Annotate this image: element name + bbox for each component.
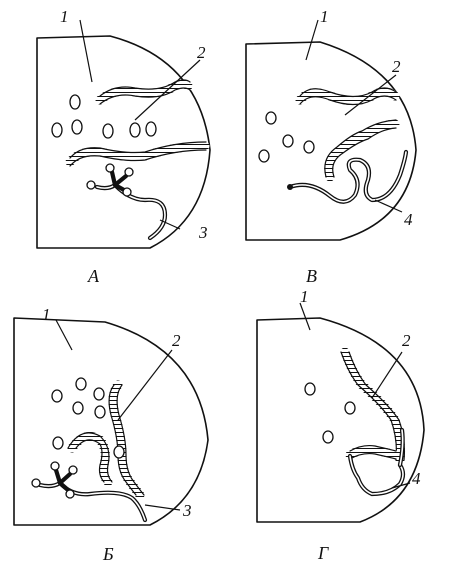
leader-line bbox=[372, 352, 402, 398]
label-3: 3 bbox=[182, 501, 192, 520]
duct-end bbox=[287, 184, 293, 190]
duct-bulb bbox=[51, 462, 59, 470]
panel-v: 1 2 4 В bbox=[246, 7, 416, 286]
cell bbox=[130, 123, 140, 137]
cell bbox=[114, 446, 124, 458]
leader-line bbox=[56, 320, 72, 350]
leader-line bbox=[80, 20, 92, 82]
hatched-tube bbox=[300, 88, 396, 105]
panel-letter: А bbox=[87, 266, 100, 286]
cell bbox=[70, 95, 80, 109]
cell bbox=[52, 123, 62, 137]
label-2: 2 bbox=[392, 57, 401, 76]
label-1: 1 bbox=[320, 7, 329, 26]
label-4: 4 bbox=[404, 210, 413, 229]
duct-bulb bbox=[69, 466, 77, 474]
coiled-duct bbox=[287, 152, 406, 202]
hatched-tube bbox=[109, 385, 144, 495]
cell bbox=[73, 402, 83, 414]
cell bbox=[76, 378, 86, 390]
cell bbox=[95, 406, 105, 418]
duct-bulb bbox=[106, 164, 114, 172]
duct-bulb bbox=[123, 188, 131, 196]
panel-g: 1 2 4 Г bbox=[257, 287, 424, 563]
leader-line bbox=[118, 350, 172, 420]
label-3: 3 bbox=[198, 223, 208, 242]
panel-letter: Б bbox=[102, 544, 114, 564]
duct-bulb bbox=[125, 168, 133, 176]
cell bbox=[304, 141, 314, 153]
branching-duct bbox=[87, 164, 165, 238]
duct-bulb bbox=[66, 490, 74, 498]
hatched-tube bbox=[68, 433, 112, 482]
cell bbox=[283, 135, 293, 147]
hatched-tube bbox=[325, 120, 396, 177]
label-2: 2 bbox=[172, 331, 181, 350]
label-2: 2 bbox=[402, 331, 411, 350]
cell bbox=[259, 150, 269, 162]
cell bbox=[305, 383, 315, 395]
tissue-outline bbox=[37, 36, 210, 248]
tissue-outline bbox=[246, 42, 416, 240]
cell bbox=[53, 437, 63, 449]
label-1: 1 bbox=[42, 305, 51, 324]
leader-line bbox=[306, 20, 318, 60]
label-1: 1 bbox=[300, 287, 309, 306]
panel-b: 1 2 3 Б bbox=[14, 305, 208, 564]
panel-letter: Г bbox=[317, 543, 329, 563]
cell bbox=[52, 390, 62, 402]
winding-duct bbox=[350, 430, 403, 494]
cell bbox=[94, 388, 104, 400]
hatched-tube bbox=[350, 446, 396, 459]
cell bbox=[345, 402, 355, 414]
label-4: 4 bbox=[412, 469, 421, 488]
panel-a: 1 2 3 А bbox=[37, 7, 210, 286]
cell bbox=[146, 122, 156, 136]
hatched-tube bbox=[100, 80, 190, 104]
cell bbox=[266, 112, 276, 124]
duct-bulb bbox=[87, 181, 95, 189]
leader-line bbox=[300, 303, 310, 330]
cell bbox=[323, 431, 333, 443]
duct-bulb bbox=[32, 479, 40, 487]
panel-letter: В bbox=[306, 266, 317, 286]
cell bbox=[72, 120, 82, 134]
cell bbox=[103, 124, 113, 138]
hatched-tube bbox=[70, 142, 206, 166]
label-1: 1 bbox=[60, 7, 69, 26]
label-2: 2 bbox=[197, 43, 206, 62]
